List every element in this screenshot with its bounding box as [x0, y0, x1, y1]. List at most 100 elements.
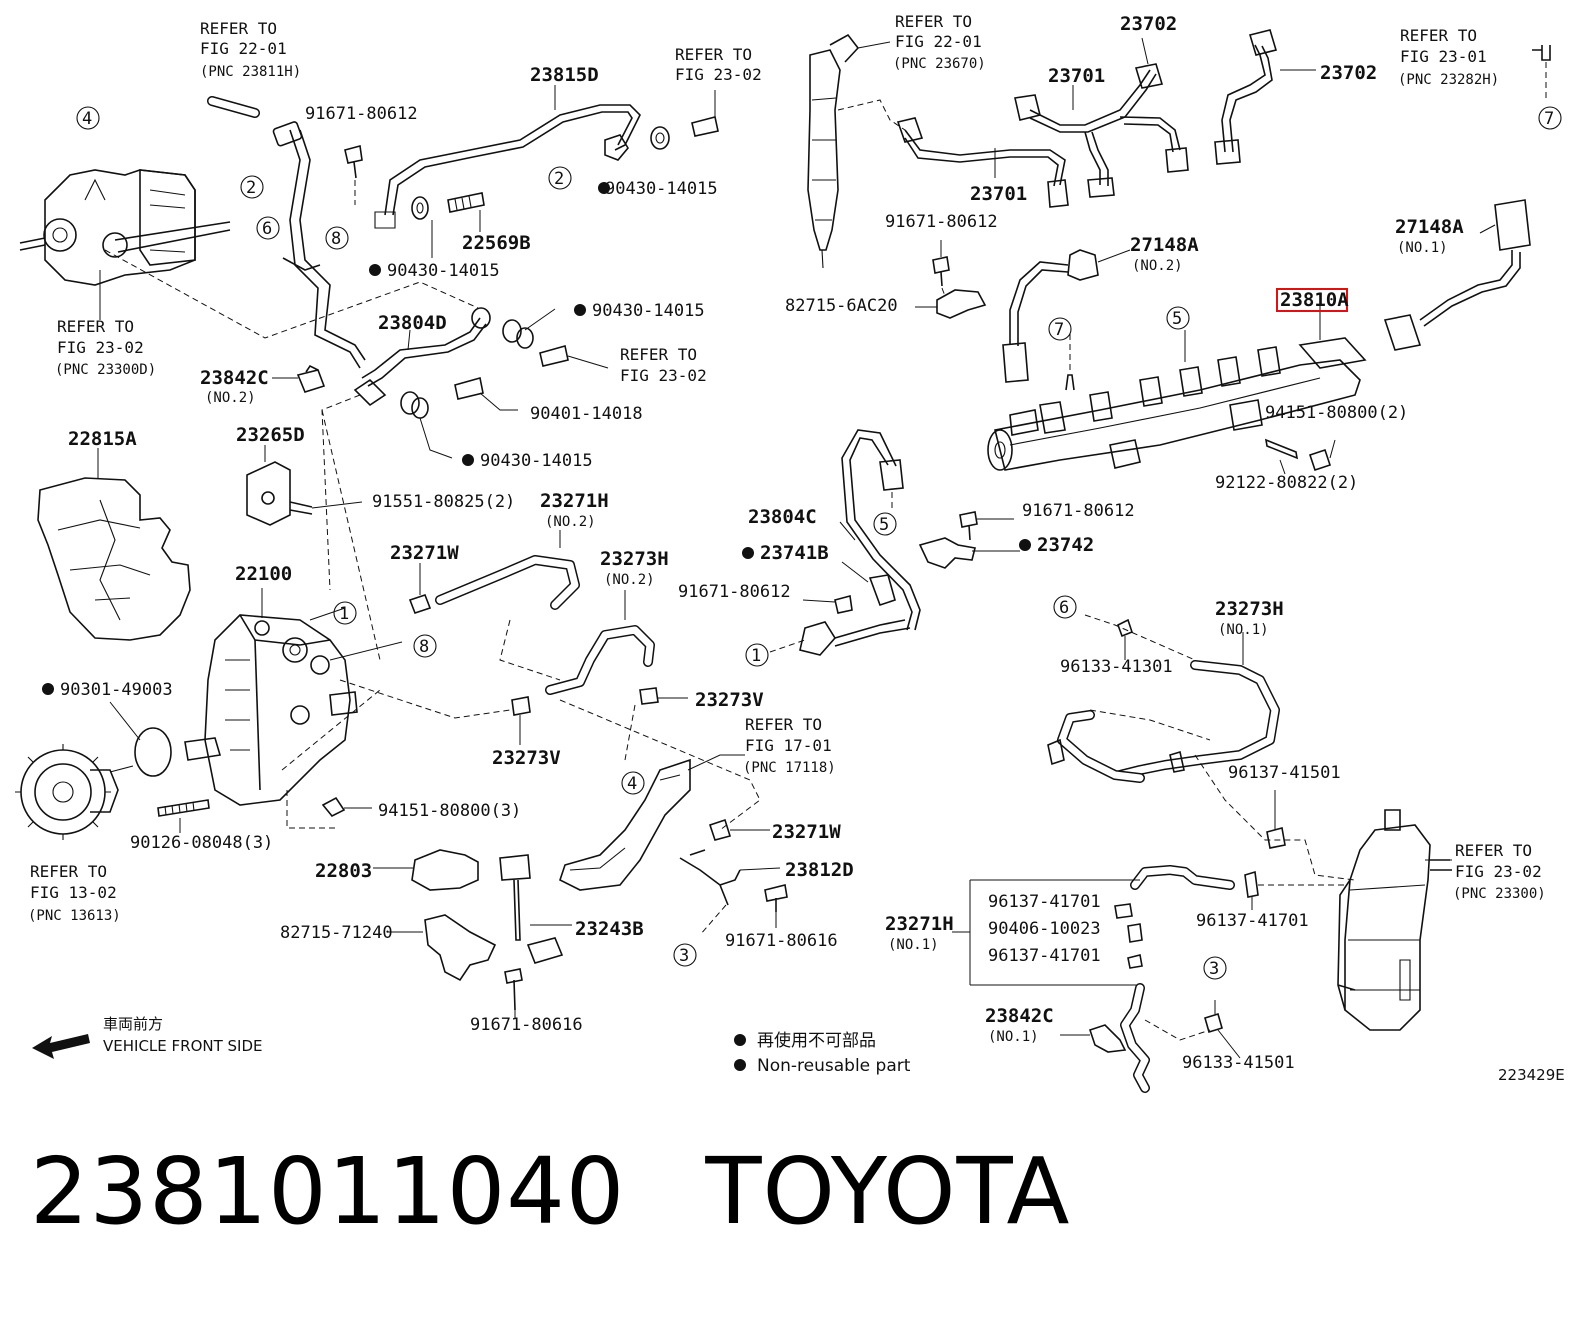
label-23742: 23742	[1037, 534, 1094, 556]
svg-text:FIG 23-02: FIG 23-02	[57, 338, 144, 357]
svg-text:(NO.2): (NO.2)	[604, 572, 655, 588]
label-91671-80616: 91671-80616	[470, 1015, 583, 1035]
svg-text:(NO.1): (NO.1)	[1397, 240, 1448, 256]
label-96137-41701: 96137-41701	[988, 946, 1101, 966]
svg-text:REFER TO: REFER TO	[895, 12, 972, 31]
label-23812d: 23812D	[785, 859, 854, 881]
refer-to-fig-23-02-mid: REFER TO FIG 23-02	[620, 345, 707, 385]
label-23702: 23702	[1120, 13, 1177, 35]
svg-text:REFER TO: REFER TO	[30, 862, 107, 881]
label-90401-14018: 90401-14018	[530, 404, 643, 424]
svg-text:5: 5	[879, 515, 889, 535]
svg-text:(PNC 23300D): (PNC 23300D)	[55, 362, 156, 378]
label-22100: 22100	[235, 563, 292, 585]
common-rail-23810a	[987, 337, 1367, 471]
svg-text:FIG 22-01: FIG 22-01	[895, 32, 982, 51]
label-96137-41701: 96137-41701	[988, 892, 1101, 912]
svg-text:REFER TO: REFER TO	[57, 317, 134, 336]
svg-text:Non-reusable part: Non-reusable part	[757, 1056, 911, 1076]
svg-text:REFER TO: REFER TO	[745, 715, 822, 734]
diagram-id: 223429E	[1498, 1066, 1565, 1084]
svg-text:6: 6	[262, 219, 272, 239]
diagram-canvas: REFER TO FIG 22-01 (PNC 23811H) REFER TO…	[15, 12, 1565, 1093]
svg-text:REFER TO: REFER TO	[620, 345, 697, 364]
svg-text:(PNC 23282H): (PNC 23282H)	[1398, 72, 1499, 88]
pump-rear-assembly	[19, 169, 231, 286]
fuel-filter	[1337, 809, 1452, 1031]
refer-to-fig-23-02-23300d: REFER TO FIG 23-02 (PNC 23300D)	[55, 317, 156, 378]
label-82715-71240: 82715-71240	[280, 923, 393, 943]
label-91671-80612: 91671-80612	[678, 582, 791, 602]
supply-pump-22100	[184, 614, 358, 806]
label-23702: 23702	[1320, 62, 1377, 84]
label-22569b: 22569B	[462, 232, 531, 254]
label-23273v: 23273V	[492, 747, 561, 769]
label-23741b: 23741B	[760, 542, 829, 564]
label-90430-14015: 90430-14015	[387, 261, 500, 281]
refer-to-fig-23-02-top: REFER TO FIG 23-02	[675, 45, 762, 84]
svg-text:REFER TO: REFER TO	[1400, 26, 1477, 45]
svg-text:REFER TO: REFER TO	[675, 45, 752, 64]
svg-text:4: 4	[82, 109, 92, 129]
fuel-injector	[807, 33, 860, 269]
label-96137-41501: 96137-41501	[1228, 763, 1341, 783]
label-90430-14015: 90430-14015	[605, 179, 718, 199]
svg-text:FIG 22-01: FIG 22-01	[200, 39, 287, 58]
label-82715-6ac20: 82715-6AC20	[785, 296, 898, 316]
svg-text:車両前方: 車両前方	[103, 1015, 163, 1033]
legend: 再使用不可部品 Non-reusable part	[734, 1030, 911, 1076]
svg-text:8: 8	[331, 229, 341, 249]
part-labels: 23815D 91671-80612 90430-14015 22569B 90…	[60, 13, 1464, 1073]
svg-text:再使用不可部品: 再使用不可部品	[757, 1030, 876, 1051]
svg-text:2: 2	[246, 178, 256, 198]
svg-text:7: 7	[1054, 320, 1064, 340]
label-94151-80800-2: 94151-80800(2)	[1265, 403, 1408, 423]
label-23265d: 23265D	[236, 424, 305, 446]
refer-to-fig-22-01-23811h: REFER TO FIG 22-01 (PNC 23811H)	[200, 19, 301, 80]
svg-text:(PNC 17118): (PNC 17118)	[743, 760, 836, 776]
svg-text:FIG 23-01: FIG 23-01	[1400, 47, 1487, 66]
svg-text:(PNC 23811H): (PNC 23811H)	[200, 64, 301, 80]
svg-text:3: 3	[679, 946, 689, 966]
svg-text:FIG 23-02: FIG 23-02	[620, 366, 707, 385]
svg-text:(PNC 13613): (PNC 13613)	[28, 908, 121, 924]
svg-text:4: 4	[627, 774, 637, 794]
label-23273h-no1: 23273H	[1215, 598, 1284, 620]
label-23804d: 23804D	[378, 312, 447, 334]
vehicle-front-indicator: 車両前方 VEHICLE FRONT SIDE	[32, 1015, 263, 1059]
label-23804c: 23804C	[748, 506, 817, 528]
label-90430-14015: 90430-14015	[480, 451, 593, 471]
label-23243b: 23243B	[575, 918, 644, 940]
label-23842c-no1: 23842C	[985, 1005, 1054, 1027]
svg-text:3: 3	[1209, 959, 1219, 979]
label-96137-41701: 96137-41701	[1196, 911, 1309, 931]
label-23815d: 23815D	[530, 64, 599, 86]
label-23842c-no2: 23842C	[200, 367, 269, 389]
label-96133-41301: 96133-41301	[1060, 657, 1173, 677]
label-90430-14015: 90430-14015	[592, 301, 705, 321]
label-91671-80612: 91671-80612	[885, 212, 998, 232]
svg-text:1: 1	[339, 604, 349, 624]
highlight-box	[1276, 288, 1348, 312]
svg-text:REFER TO: REFER TO	[200, 19, 277, 38]
svg-text:8: 8	[419, 637, 429, 657]
refer-to-fig-17-01: REFER TO FIG 17-01 (PNC 17118)	[743, 715, 836, 776]
refer-to-fig-23-02-23300: REFER TO FIG 23-02 (PNC 23300)	[1453, 841, 1546, 902]
svg-text:(PNC 23300): (PNC 23300)	[1453, 886, 1546, 902]
svg-text:(NO.2): (NO.2)	[545, 514, 596, 530]
svg-text:6: 6	[1059, 598, 1069, 618]
svg-text:FIG 23-02: FIG 23-02	[1455, 862, 1542, 881]
label-23701: 23701	[970, 183, 1027, 205]
svg-text:(NO.1): (NO.1)	[888, 937, 939, 953]
label-23271h-no2: 23271H	[540, 490, 609, 512]
svg-text:5: 5	[1172, 309, 1182, 329]
label-22803: 22803	[315, 860, 372, 882]
label-91671-80612: 91671-80612	[305, 104, 418, 124]
svg-text:(NO.2): (NO.2)	[1132, 258, 1183, 274]
label-23701: 23701	[1048, 65, 1105, 87]
label-23273v: 23273V	[695, 689, 764, 711]
parts-diagram: REFER TO FIG 22-01 (PNC 23811H) REFER TO…	[15, 12, 1565, 1093]
svg-text:2: 2	[554, 169, 564, 189]
refer-to-fig-13-02: REFER TO FIG 13-02 (PNC 13613)	[28, 862, 121, 924]
svg-text:(PNC 23670): (PNC 23670)	[893, 56, 986, 72]
